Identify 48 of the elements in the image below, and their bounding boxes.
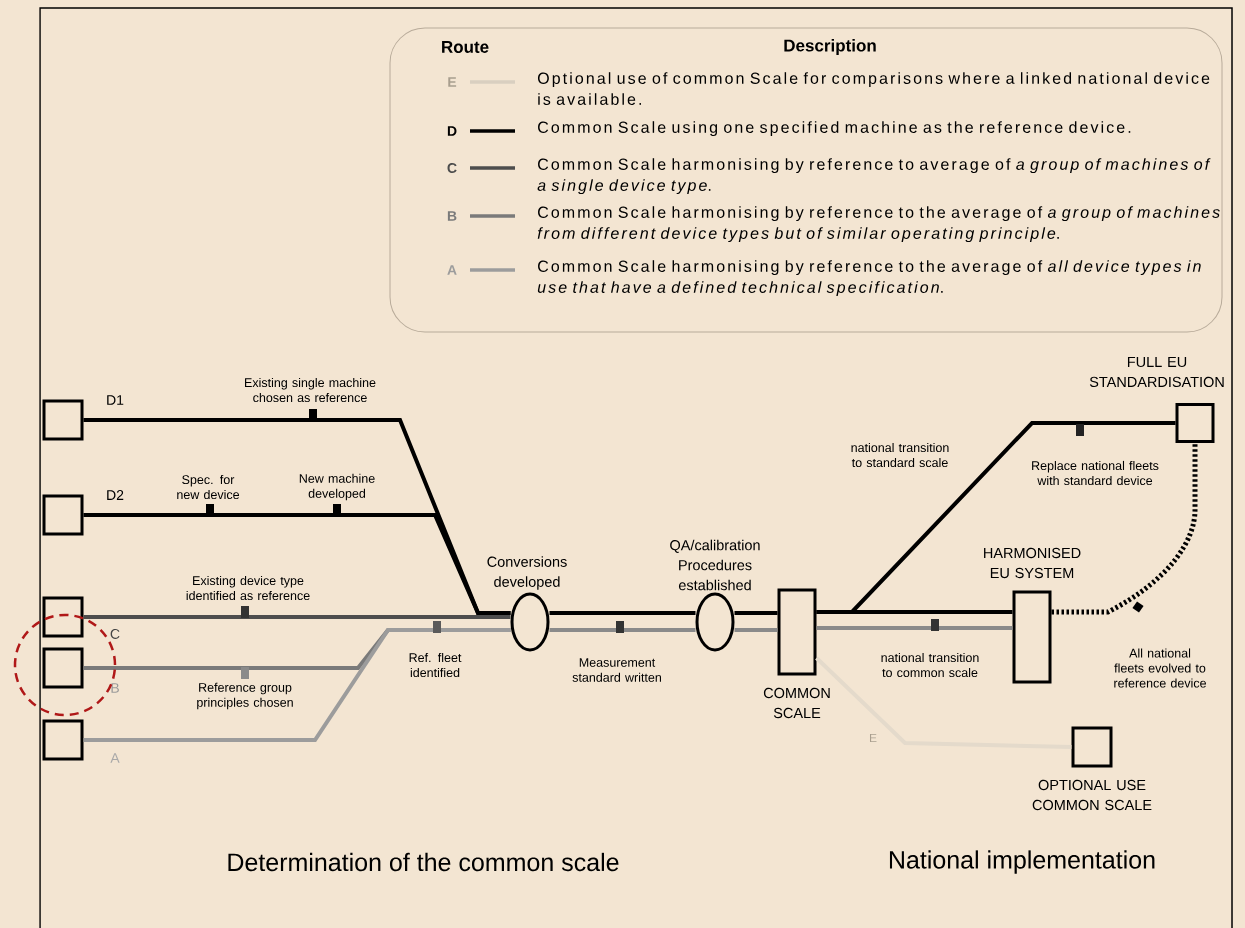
station-label: Measurement standard written xyxy=(572,658,661,682)
route-letter: D1 xyxy=(107,395,124,405)
station-label: All national fleets evolved to reference device xyxy=(1114,648,1206,688)
station-label: Existing device type identified as reference xyxy=(186,575,310,601)
legend-text: Common Scale harmonising by reference to the average of all device types in use that have a defined technical specification. xyxy=(537,260,1201,297)
route-line xyxy=(549,628,696,632)
station-label: Replace national fleets with standard device xyxy=(1032,460,1159,486)
station-label: New machine developed xyxy=(299,473,375,501)
route-line xyxy=(1051,443,1198,615)
station-name: FULL EU STANDARDISATION xyxy=(1089,356,1224,388)
route-letter: C xyxy=(447,163,457,173)
legend-text: Common Scale harmonising by reference to average of a group of machines of a single device type. xyxy=(537,158,1211,195)
station-label: Existing single machine chosen as reference xyxy=(245,377,376,403)
section-title: National implementation xyxy=(889,850,1155,874)
route-letter: B xyxy=(447,211,457,221)
route-line xyxy=(83,615,511,619)
route-line xyxy=(83,513,511,615)
route-line xyxy=(815,656,1072,749)
route-letter: E xyxy=(870,733,877,743)
column-header: Route xyxy=(442,41,489,53)
route-line xyxy=(816,421,1176,614)
legend-text: Common Scale harmonising by reference to the average of a group of machines from different device types but of similar operating principle. xyxy=(537,206,1220,243)
station-name: HARMONISED EU SYSTEM xyxy=(984,547,1081,579)
route-line xyxy=(734,611,778,615)
route-letter: B xyxy=(111,683,119,693)
station-label: national transition to common scale xyxy=(881,652,979,678)
station-name: COMMON SCALE xyxy=(763,687,830,719)
route-line xyxy=(549,611,696,615)
route-letter: A xyxy=(110,753,120,763)
column-header: Description xyxy=(784,39,876,55)
station-label: national transition to standard scale xyxy=(851,442,949,468)
station-label: Reference group principles chosen xyxy=(197,682,293,710)
legend-text: Optional use of common Scale for comparisons where a linked national device is available. xyxy=(537,72,1210,105)
section-title: Determination of the common scale xyxy=(228,852,619,872)
route-line xyxy=(734,628,778,632)
station-name: OPTIONAL USE COMMON SCALE xyxy=(1032,779,1152,811)
route-letter: C xyxy=(110,629,120,639)
station-label: Spec. for new device xyxy=(177,474,240,500)
route-letter: D xyxy=(447,126,457,136)
route-letter: D2 xyxy=(107,490,124,500)
route-line xyxy=(83,628,511,742)
route-letter: E xyxy=(448,77,457,87)
legend-text: Common Scale using one specified machine as the reference device. xyxy=(538,121,1131,137)
station-name: Conversions developed xyxy=(487,556,567,590)
station-label: Ref. fleet identified xyxy=(409,652,462,678)
station-name: QA/calibration Procedures established xyxy=(670,539,760,591)
route-line xyxy=(816,626,1013,630)
route-letter: A xyxy=(447,265,457,275)
